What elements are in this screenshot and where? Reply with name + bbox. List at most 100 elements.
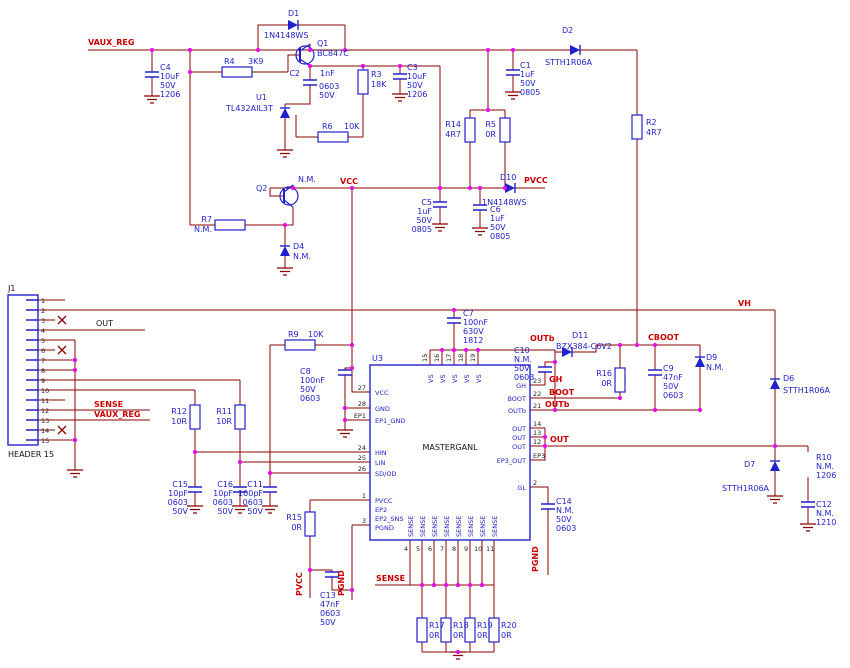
label-q1: Q1 [317, 39, 328, 48]
value-r10-2: 1206 [816, 471, 836, 480]
ic-pin-sense2: SENSE [419, 516, 427, 537]
label-c2: C2 [289, 69, 300, 78]
value-c11-3: 50V [247, 507, 263, 516]
label-r7: R7 [201, 215, 212, 224]
net-out-header: OUT [96, 319, 113, 328]
label-r15: R15 [286, 513, 302, 522]
net-boot: BOOT [549, 388, 575, 397]
value-c6-1: 1uF [490, 214, 505, 223]
pin-18: 18 [457, 354, 465, 362]
hdr-9: 9 [41, 377, 45, 385]
label-r20: R20 [501, 621, 517, 630]
value-c12-2: 1210 [816, 518, 836, 527]
no-connect-marks [57, 315, 67, 435]
ic-pin-sense5: SENSE [455, 516, 463, 537]
ic-pin-boot: BOOT [507, 395, 526, 403]
net-vaux-header: VAUX_REG [94, 410, 140, 419]
label-r2: R2 [646, 118, 657, 127]
pin-26: 26 [358, 465, 366, 473]
value-r18: 0R [453, 631, 464, 640]
label-c13: C13 [320, 591, 336, 600]
ic-pin-gh: GH [516, 382, 526, 390]
resistors [189, 66, 643, 643]
value-c4-3: 1206 [160, 90, 180, 99]
label-c9: C9 [663, 364, 674, 373]
pin-22: 22 [533, 390, 541, 398]
hdr-2: 2 [41, 307, 45, 315]
header-j1-body [7, 294, 39, 446]
value-c15-2: 0603 [168, 498, 188, 507]
value-c12-1: N.M. [816, 509, 834, 518]
value-r17: 0R [429, 631, 440, 640]
value-c14-1: N.M. [556, 506, 574, 515]
ic-pin-sdod: SD/OD [375, 470, 396, 478]
ic-pin-vs3: VS [451, 374, 459, 383]
ic-pin-sense1: SENSE [407, 516, 415, 537]
net-vaux-reg-top: VAUX_REG [88, 38, 134, 47]
label-d6: D6 [783, 374, 794, 383]
ic-pin-vs1: VS [427, 374, 435, 383]
ic-pin-pgnd: PGND [375, 524, 394, 532]
value-d6: STTH1R06A [783, 386, 831, 395]
value-c3-1: 10uF [407, 72, 427, 81]
label-r19: R19 [477, 621, 493, 630]
value-r20: 0R [501, 631, 512, 640]
value-u1: TL432AIL3T [225, 104, 273, 113]
label-r5: R5 [485, 120, 496, 129]
value-c14-3: 0603 [556, 524, 576, 533]
value-d10: 1N4148WS [482, 198, 526, 207]
pin-16: 16 [433, 354, 441, 362]
label-q2: Q2 [256, 184, 267, 193]
pin-4: 4 [404, 545, 408, 553]
label-u3: U3 [372, 354, 383, 363]
value-c6-3: 0805 [490, 232, 510, 241]
value-r3: 18K [371, 80, 387, 89]
label-u1: U1 [256, 93, 267, 102]
pin-25: 25 [358, 454, 366, 462]
ic-pin-lin: LIN [375, 459, 386, 467]
label-r12: R12 [171, 407, 187, 416]
label-r18: R18 [453, 621, 469, 630]
value-j1: HEADER 15 [8, 450, 54, 459]
hdr-11: 11 [41, 397, 49, 405]
pin-21: 21 [533, 402, 541, 410]
ic-pin-gl: GL [517, 484, 526, 492]
label-r6: R6 [322, 122, 333, 131]
ic-pin-gnd: GND [375, 405, 390, 413]
value-c15-1: 10pF [168, 489, 188, 498]
hdr-4: 4 [41, 327, 45, 335]
value-c5-2: 50V [416, 216, 432, 225]
net-outb-pin: OUTb [545, 400, 570, 409]
ic-pin-vcc: VCC [375, 389, 389, 397]
label-c3: C3 [407, 63, 418, 72]
pin-11: 11 [486, 545, 494, 553]
label-d2: D2 [562, 26, 573, 35]
ic-pin-vs4: VS [463, 374, 471, 383]
value-c1-1: 1uF [520, 70, 535, 79]
label-c8: C8 [300, 367, 311, 376]
value-c11-1: 100pF [238, 489, 263, 498]
value-c5-3: 0805 [412, 225, 432, 234]
pin-8: 8 [452, 545, 456, 553]
label-j1: J1 [7, 284, 15, 293]
value-r15: 0R [291, 523, 302, 532]
label-c16: C16 [217, 480, 233, 489]
pin-2: 2 [533, 479, 537, 487]
value-q2: N.M. [298, 175, 316, 184]
net-vh: VH [738, 299, 751, 308]
value-c9-2: 50V [663, 382, 679, 391]
pin-12: 12 [533, 438, 541, 446]
pin-7: 7 [440, 545, 444, 553]
ic-pin-ep2: EP2 [375, 506, 387, 514]
value-c4-2: 50V [160, 81, 176, 90]
value-c1-2: 50V [520, 79, 536, 88]
hdr-1: 1 [41, 297, 45, 305]
ic-pin-out2: OUT [512, 434, 526, 442]
value-c10-1: N.M. [514, 355, 532, 364]
value-r12: 10R [171, 417, 187, 426]
value-r10-1: N.M. [816, 462, 834, 471]
label-r16: R16 [596, 369, 612, 378]
value-c16-3: 50V [217, 507, 233, 516]
label-d11: D11 [572, 331, 588, 340]
